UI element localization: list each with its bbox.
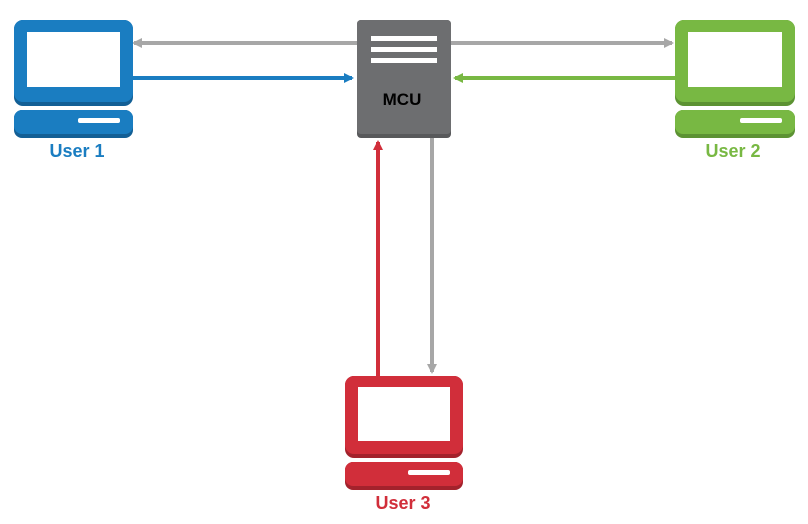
user1-computer-icon <box>14 20 133 138</box>
user3-label: User 3 <box>375 493 431 513</box>
user3-computer-icon <box>345 376 463 490</box>
user2-computer-icon <box>675 20 795 138</box>
mcu-server-icon <box>357 20 451 138</box>
user2-label: User 2 <box>705 141 761 161</box>
user1-label: User 1 <box>49 141 105 161</box>
mcu-label: MCU <box>382 90 422 109</box>
